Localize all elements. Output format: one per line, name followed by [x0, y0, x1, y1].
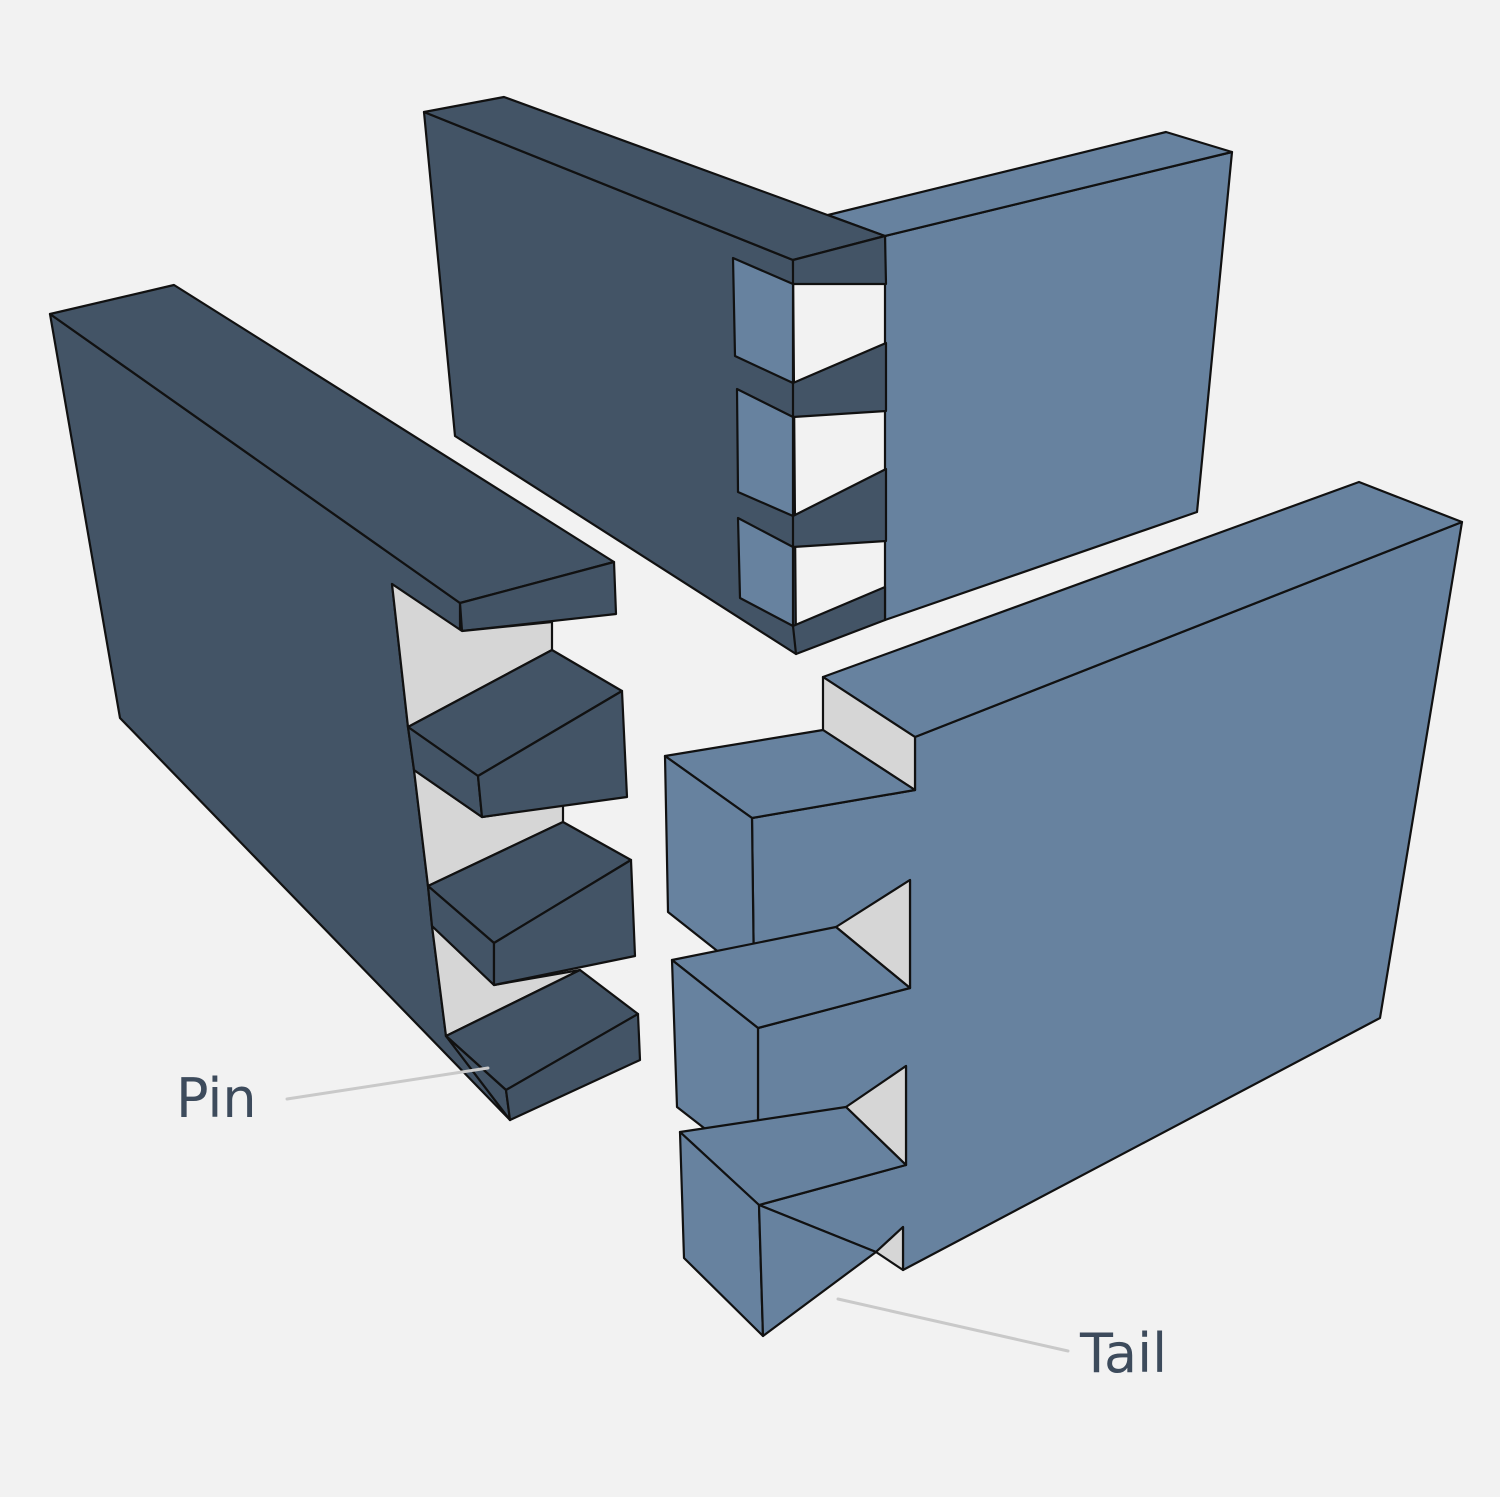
tail-board [663, 480, 1464, 1338]
assembled-joint [422, 95, 1234, 656]
pin-leader-line [285, 1066, 490, 1101]
assembled-pin-end-1 [791, 234, 888, 286]
tail-socket-4 [874, 1225, 905, 1272]
assembled-pin-end-2 [791, 341, 888, 419]
pin-1-end [476, 689, 629, 819]
tail-callout: Tail [836, 1297, 1167, 1385]
pin-board [48, 283, 642, 1122]
pin-3-end [504, 1012, 642, 1122]
assembled-pin-end-3 [791, 467, 888, 549]
pin-board-top-end [458, 560, 618, 633]
pin-socket-1 [390, 582, 554, 729]
tail-label: Tail [1079, 1322, 1167, 1385]
tail-leader-line [836, 1297, 1070, 1353]
pin-label: Pin [176, 1067, 257, 1130]
pin-2-end [492, 858, 637, 987]
pin-callout: Pin [176, 1066, 490, 1130]
tail-3-underside [757, 1203, 878, 1338]
assembled-pin-end-4 [791, 585, 887, 656]
